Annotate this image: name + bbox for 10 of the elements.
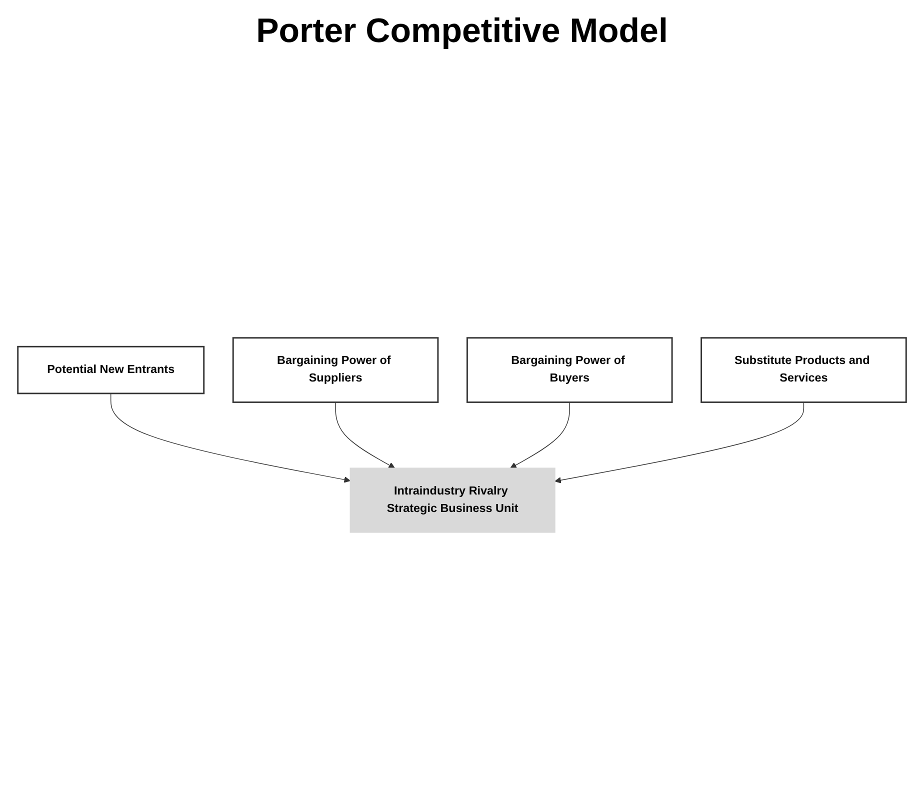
diagram-title: Porter Competitive Model <box>256 12 668 51</box>
node-box: Bargaining Power of Suppliers <box>232 337 439 404</box>
arrow <box>554 402 804 484</box>
arrow <box>110 393 350 484</box>
node-box: Bargaining Power of Buyers <box>466 337 673 404</box>
arrow <box>510 402 570 469</box>
node-box: Substitute Products and Services <box>700 337 907 404</box>
node-box: Intraindustry Rivalry Strategic Business Unit <box>350 468 556 534</box>
arrow <box>335 402 395 469</box>
node-box: Potential New Entrants <box>17 346 205 395</box>
